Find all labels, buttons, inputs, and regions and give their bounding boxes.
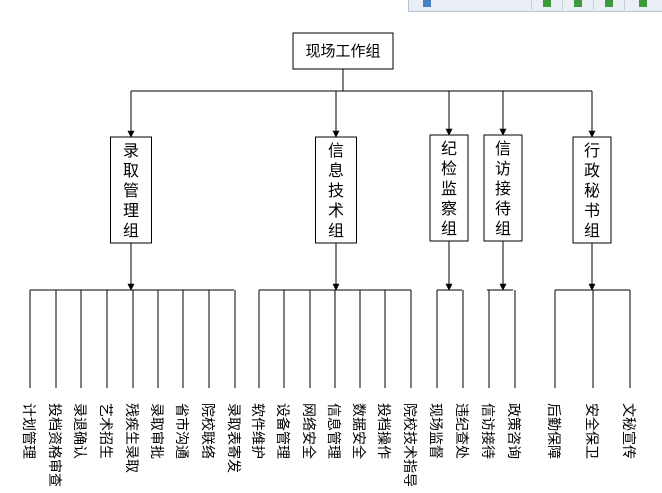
toolbar-button[interactable]: [409, 0, 532, 10]
root-label: 现场工作组: [305, 42, 380, 60]
group-label: 录取管理组: [123, 141, 139, 240]
leaf-label: 现场监督: [427, 403, 443, 459]
group-node: 行政秘书组: [572, 136, 612, 244]
leaf-label: 信息管理: [325, 403, 342, 459]
group-box: [110, 136, 152, 244]
leaf-label: 后勤保障: [545, 403, 561, 459]
leaf-label: 数据安全: [350, 403, 367, 459]
leaf-label: 院校技术指导: [401, 403, 418, 487]
root-node: 现场工作组: [292, 32, 394, 70]
group-label: 信访接待组: [495, 139, 511, 238]
leaf-label: 残疾生录取: [123, 403, 139, 473]
group-node: 纪检监察组: [429, 134, 469, 242]
group-label: 信息技术组: [328, 141, 344, 240]
leaf-label: 安全保卫: [583, 403, 600, 459]
leaf-label: 网络安全: [300, 403, 317, 459]
leaf-label: 省市沟通: [173, 403, 190, 459]
leaf-label: 设备管理: [274, 403, 291, 459]
toolbar-button[interactable]: [532, 0, 563, 10]
root-box: [292, 32, 394, 70]
leaf-label: 录退确认: [71, 403, 87, 459]
leaf-label: 艺术招生: [97, 403, 113, 459]
gear-icon: [639, 0, 647, 7]
group-box: [483, 134, 523, 242]
green-icon: [574, 0, 582, 7]
group-node: 录取管理组: [110, 136, 152, 244]
group-box: [315, 136, 357, 244]
connector-lines: [29, 69, 631, 388]
leaf-label: 计划管理: [20, 403, 36, 459]
group-node: 信息技术组: [315, 136, 357, 244]
toolbar-button[interactable]: [594, 0, 625, 10]
group-box: [572, 136, 612, 244]
group-node: 信访接待组: [483, 134, 523, 242]
document-icon: [423, 0, 431, 7]
leaf-label: 录取审批: [148, 403, 164, 459]
leaf-label: 投档操作: [375, 403, 391, 459]
green-icon: [605, 0, 613, 7]
leaf-label: 违纪查处: [453, 403, 469, 459]
green-icon: [543, 0, 551, 7]
leaf-label: 软件维护: [249, 403, 265, 459]
group-label: 纪检监察组: [441, 139, 457, 238]
toolbar-button[interactable]: [563, 0, 594, 10]
leaf-label: 投档资格审查: [46, 403, 62, 487]
leaf-label: 院校联络: [199, 403, 216, 459]
group-label: 行政秘书组: [584, 141, 600, 240]
top-toolbar: [408, 0, 662, 12]
leaf-label: 录取表寄发: [225, 403, 242, 473]
toolbar-button[interactable]: [625, 0, 662, 10]
leaf-label: 政策咨询: [505, 403, 522, 459]
leaf-label: 信访接待: [479, 403, 496, 459]
leaf-label: 文秘宣传: [620, 403, 636, 459]
group-box: [429, 134, 469, 242]
